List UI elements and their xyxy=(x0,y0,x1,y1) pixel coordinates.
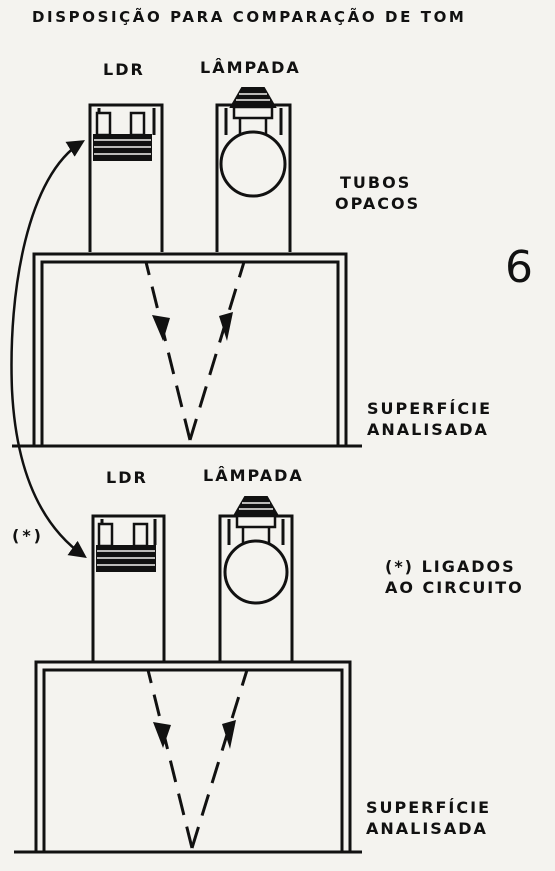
top-surface-label-line2: ANALISADA xyxy=(367,420,489,439)
bottom-surface-label-line2: ANALISADA xyxy=(366,819,488,838)
connection-note: (*) LIGADOS AO CIRCUITO xyxy=(385,556,524,598)
bottom-light-rays xyxy=(146,669,249,849)
bottom-surface-label: SUPERFÍCIE ANALISADA xyxy=(366,797,491,839)
tubes-label-line2: OPACOS xyxy=(335,194,421,213)
diagram-title: DISPOSIÇÃO PARA COMPARAÇÃO DE TOM xyxy=(32,8,467,26)
bottom-ray-arrow-down xyxy=(222,720,236,749)
top-panel xyxy=(12,87,362,448)
ldr-link-arrow xyxy=(10,140,87,559)
bottom-panel xyxy=(14,496,362,854)
bottom-lamp-label: LÂMPADA xyxy=(203,466,304,485)
top-ray-arrow-up xyxy=(152,315,170,341)
top-box xyxy=(32,252,348,446)
connection-note-line2: AO CIRCUITO xyxy=(385,578,524,597)
top-lamp-label: LÂMPADA xyxy=(200,58,301,77)
link-marker: (*) xyxy=(12,526,44,545)
tubes-label: TUBOS OPACOS xyxy=(335,172,420,214)
top-light-rays xyxy=(144,261,246,441)
top-lamp-bulb xyxy=(219,87,287,198)
tubes-label-line1: TUBOS xyxy=(340,173,412,192)
bottom-ldr-sensor xyxy=(96,522,156,572)
bottom-surface-label-line1: SUPERFÍCIE xyxy=(366,798,491,817)
top-ldr-sensor xyxy=(93,111,152,161)
top-surface-label: SUPERFÍCIE ANALISADA xyxy=(367,398,492,440)
bottom-ldr-label: LDR xyxy=(106,468,148,487)
figure-number: 6 xyxy=(505,242,533,293)
top-surface-label-line1: SUPERFÍCIE xyxy=(367,399,492,418)
connection-note-line1: (*) LIGADOS xyxy=(385,557,516,576)
bottom-lamp-bulb xyxy=(223,496,289,605)
bottom-box xyxy=(34,660,352,852)
bottom-ray-arrow-up xyxy=(153,722,171,748)
top-ray-arrow-down xyxy=(219,312,233,341)
top-ldr-label: LDR xyxy=(103,60,145,79)
